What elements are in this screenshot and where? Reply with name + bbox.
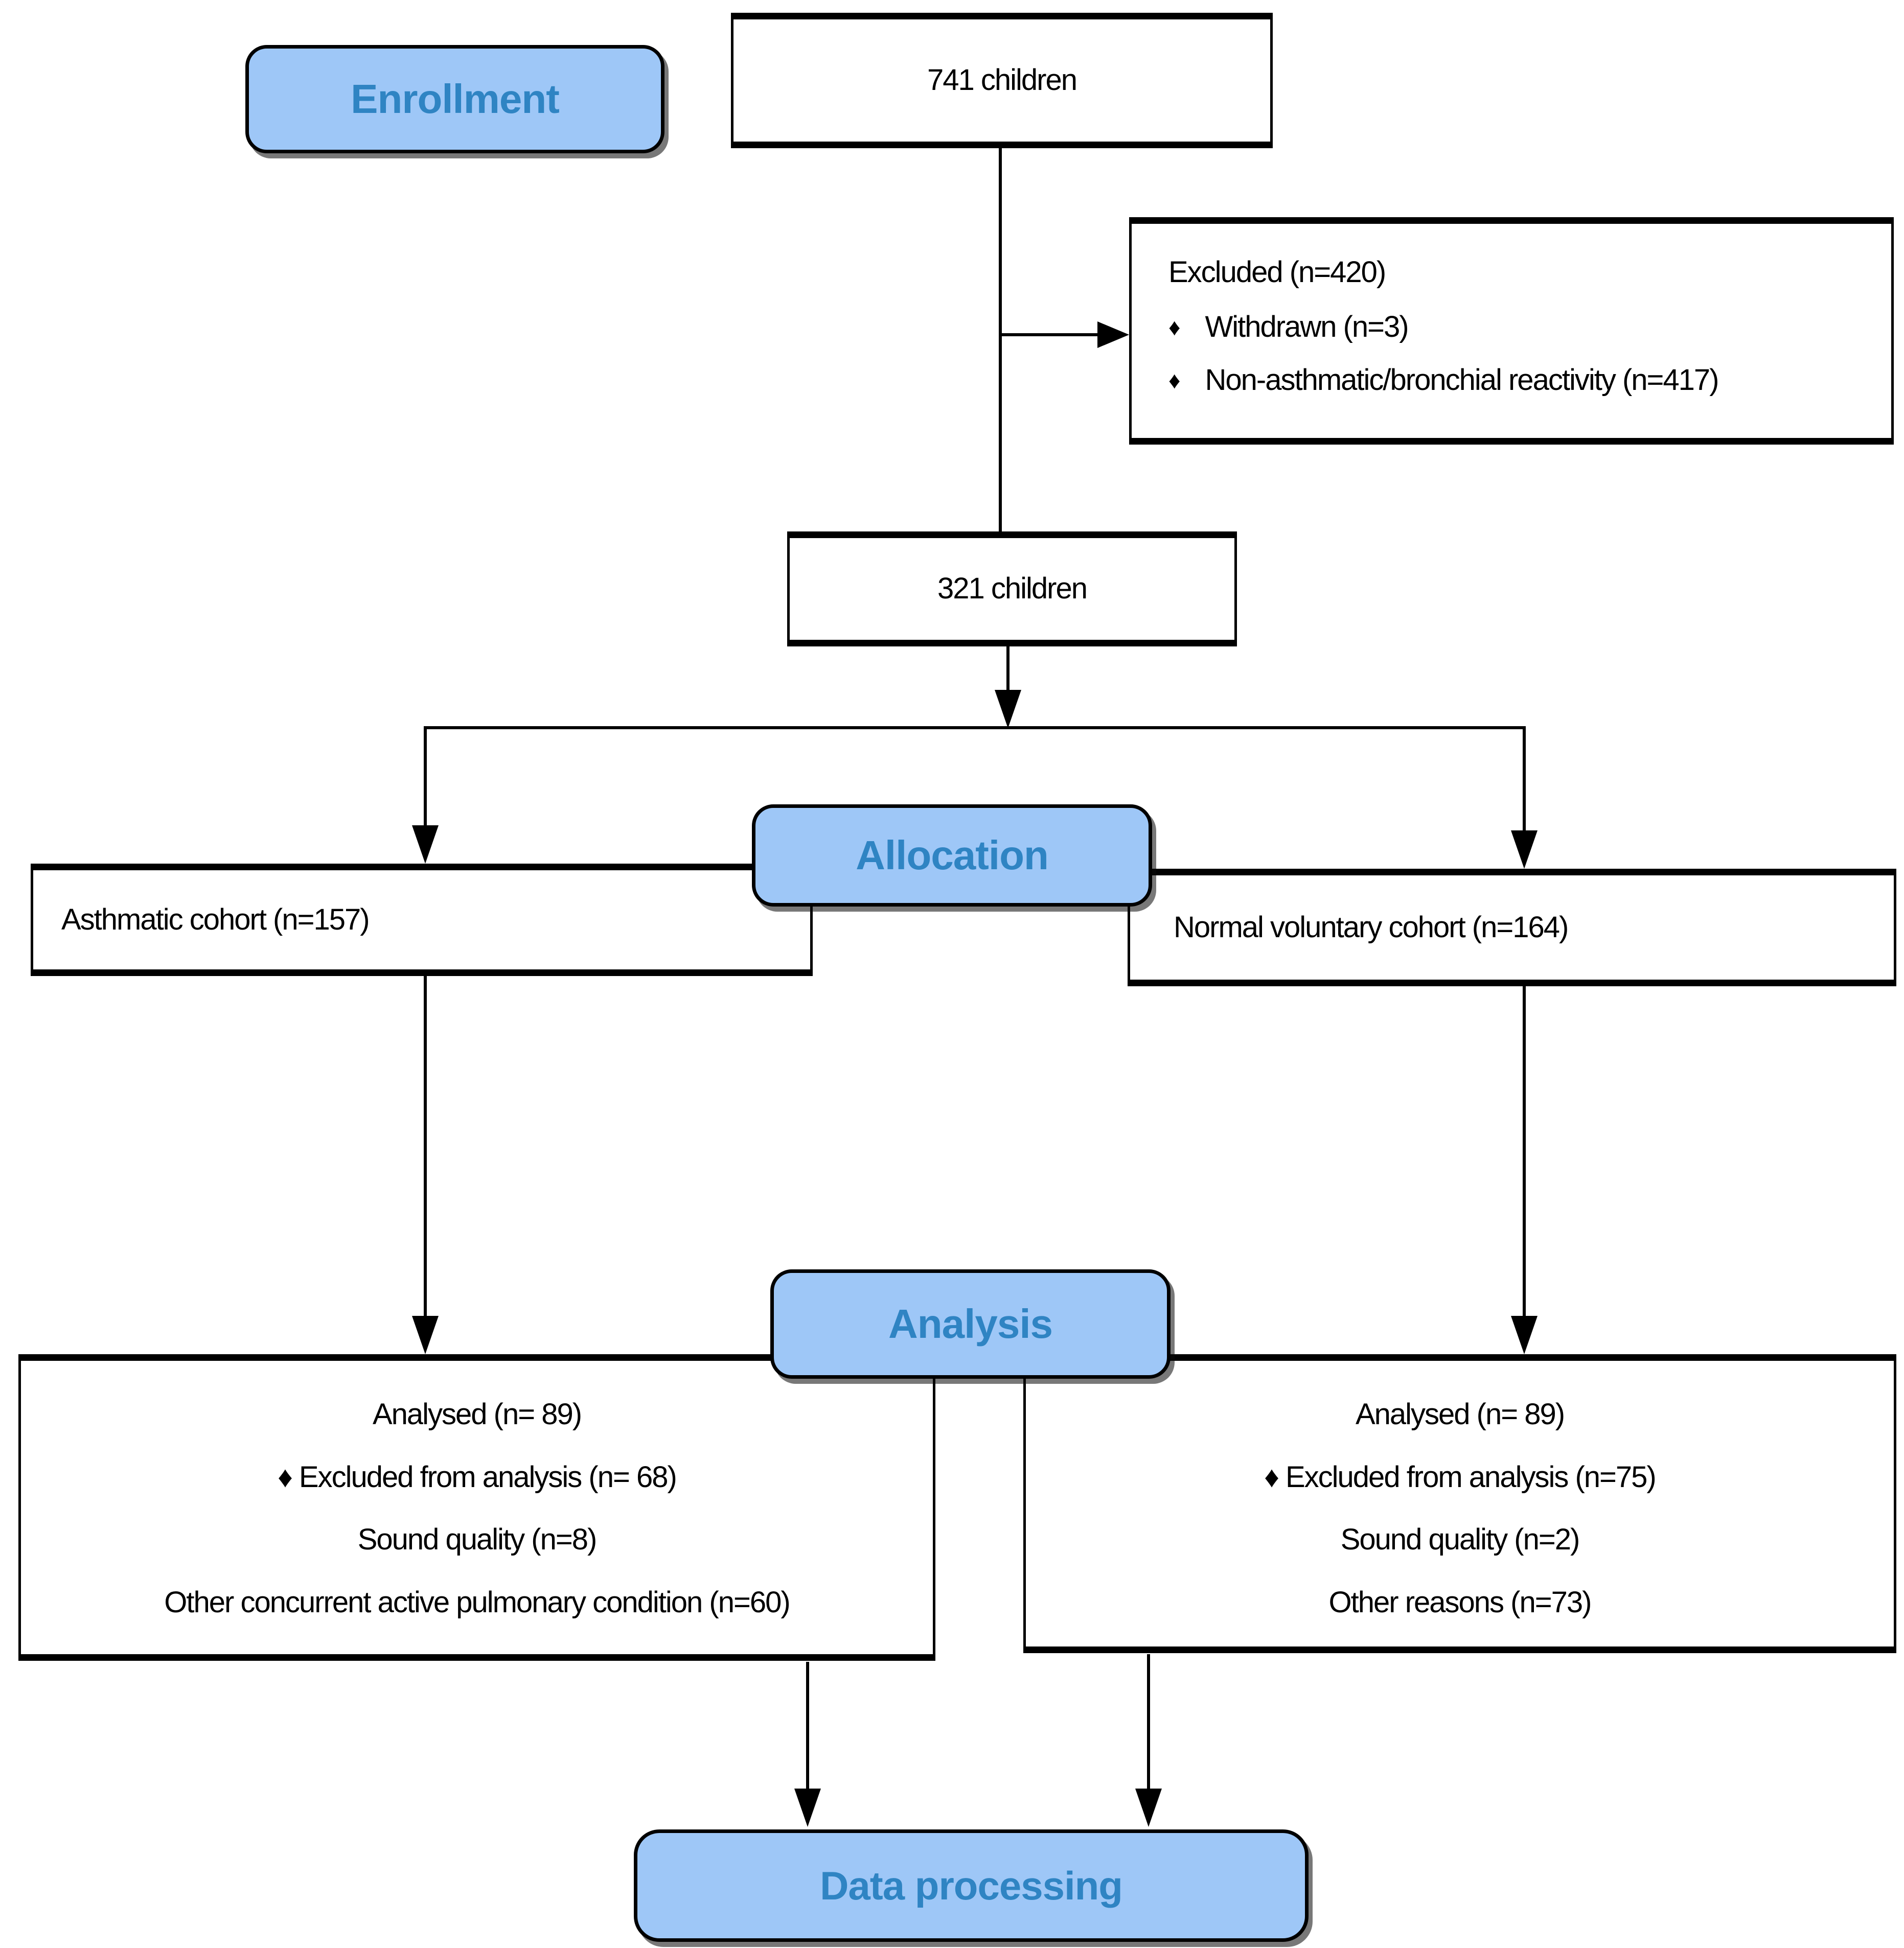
normal-analysed-line: Analysed (n= 89) <box>1355 1398 1565 1431</box>
stage-data-processing: Data processing <box>634 1829 1309 1942</box>
excluded-item-withdrawn: Withdrawn (n=3) <box>1205 310 1409 343</box>
box-initial-label: 741 children <box>927 63 1077 97</box>
connector-normal-analysis-to-data <box>1147 1654 1150 1792</box>
box-eligible-321-children: 321 children <box>787 531 1237 646</box>
box-initial-741-children: 741 children <box>731 13 1273 148</box>
connector-normal-to-analysis <box>1523 986 1526 1321</box>
excluded-item: ♦ Non-asthmatic/bronchial reactivity (n=… <box>1168 363 1881 398</box>
arrowhead-into-normal <box>1511 830 1538 869</box>
connector-741-to-321 <box>999 148 1002 531</box>
stage-enrollment-label: Enrollment <box>351 76 560 122</box>
asthmatic-excluded-line: ♦ Excluded from analysis (n= 68) <box>278 1460 677 1494</box>
stage-allocation-label: Allocation <box>856 832 1049 878</box>
arrowhead-at-branch <box>995 690 1021 728</box>
normal-cohort-label: Normal voluntary cohort (n=164) <box>1174 910 1569 944</box>
arrowhead-into-excluded <box>1097 321 1129 348</box>
asthmatic-analysed-line: Analysed (n= 89) <box>372 1398 582 1431</box>
arrowhead-into-normal-analysis <box>1511 1316 1538 1354</box>
allocation-branch-line <box>425 726 1524 729</box>
stage-analysis-label: Analysis <box>888 1301 1053 1347</box>
excluded-item: ♦ Withdrawn (n=3) <box>1168 310 1881 344</box>
excluded-title: Excluded (n=420) <box>1168 256 1386 289</box>
box-normal-cohort: Normal voluntary cohort (n=164) <box>1128 869 1896 986</box>
connector-asthmatic-analysis-to-data <box>806 1662 809 1792</box>
arrowhead-right-into-data-processing <box>1135 1789 1162 1827</box>
box-asthmatic-cohort: Asthmatic cohort (n=157) <box>31 864 813 976</box>
arrowhead-into-asthmatic-analysis <box>412 1316 439 1354</box>
connector-asthmatic-to-analysis <box>424 976 427 1321</box>
stage-enrollment: Enrollment <box>245 45 664 153</box>
connector-branch-to-asthmatic <box>424 726 427 828</box>
excluded-item-non-asthmatic: Non-asthmatic/bronchial reactivity (n=41… <box>1205 363 1719 397</box>
normal-sound-quality-line: Sound quality (n=2) <box>1340 1523 1580 1557</box>
diamond-bullet-icon: ♦ <box>1168 367 1181 394</box>
box-excluded: Excluded (n=420) ♦ Withdrawn (n=3) ♦ Non… <box>1129 217 1894 445</box>
connector-to-excluded <box>1000 333 1097 336</box>
normal-excluded-line: ♦ Excluded from analysis (n=75) <box>1264 1460 1656 1494</box>
asthmatic-cohort-label: Asthmatic cohort (n=157) <box>61 902 370 936</box>
box-eligible-label: 321 children <box>937 572 1088 606</box>
box-asthmatic-analysis: Analysed (n= 89) ♦ Excluded from analysi… <box>18 1354 935 1661</box>
asthmatic-sound-quality-line: Sound quality (n=8) <box>357 1523 598 1557</box>
stage-data-processing-label: Data processing <box>820 1863 1123 1908</box>
stage-analysis: Analysis <box>770 1269 1171 1379</box>
connector-321-to-branch <box>1006 646 1010 695</box>
diamond-bullet-icon: ♦ <box>1168 313 1181 340</box>
asthmatic-other-condition-line: Other concurrent active pulmonary condit… <box>164 1586 790 1619</box>
arrowhead-left-into-data-processing <box>794 1789 821 1827</box>
box-normal-analysis: Analysed (n= 89) ♦ Excluded from analysi… <box>1023 1354 1896 1653</box>
arrowhead-into-asthmatic <box>412 825 439 864</box>
normal-other-reasons-line: Other reasons (n=73) <box>1328 1586 1592 1619</box>
stage-allocation: Allocation <box>752 804 1152 907</box>
connector-branch-to-normal <box>1523 726 1526 835</box>
